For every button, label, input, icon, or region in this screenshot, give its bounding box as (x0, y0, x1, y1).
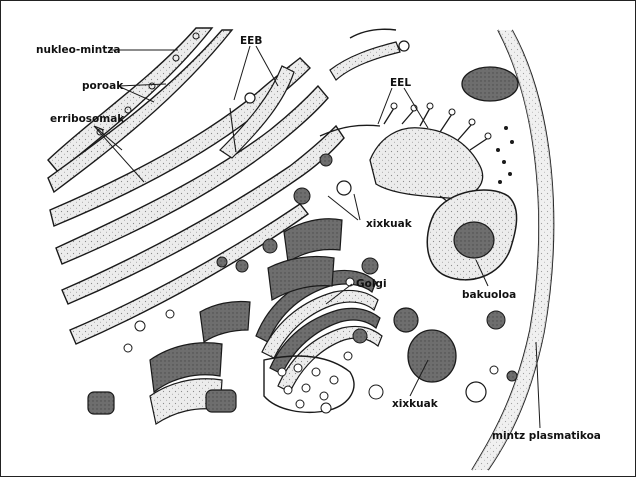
golgi-apparatus (255, 218, 383, 393)
plasma-membrane (471, 29, 555, 471)
nucleus (47, 27, 234, 194)
membrane-stacks (87, 300, 251, 425)
leader-lines (93, 45, 541, 429)
vacuole (426, 189, 518, 281)
label-ribosomes: erribosomak (50, 113, 125, 125)
vesicles (123, 153, 518, 414)
label-rough-er: EEB (240, 35, 263, 47)
label-vacuole: bakuoloa (462, 289, 517, 301)
rough-endoplasmic-reticulum (49, 28, 410, 345)
label-vesicles-lower: xixkuak (392, 398, 438, 410)
label-pores: poroak (82, 80, 124, 92)
label-plasma-membrane: mintz plasmatikoa (492, 430, 601, 442)
label-vesicles-upper: xixkuak (366, 218, 412, 230)
vesicle-top (461, 66, 519, 102)
label-smooth-er: EEL (390, 77, 412, 89)
label-golgi: Golgi (356, 278, 387, 290)
label-nuclear-membrane: nukleo-mintza (36, 44, 121, 56)
golgi-reticulum (263, 355, 355, 413)
